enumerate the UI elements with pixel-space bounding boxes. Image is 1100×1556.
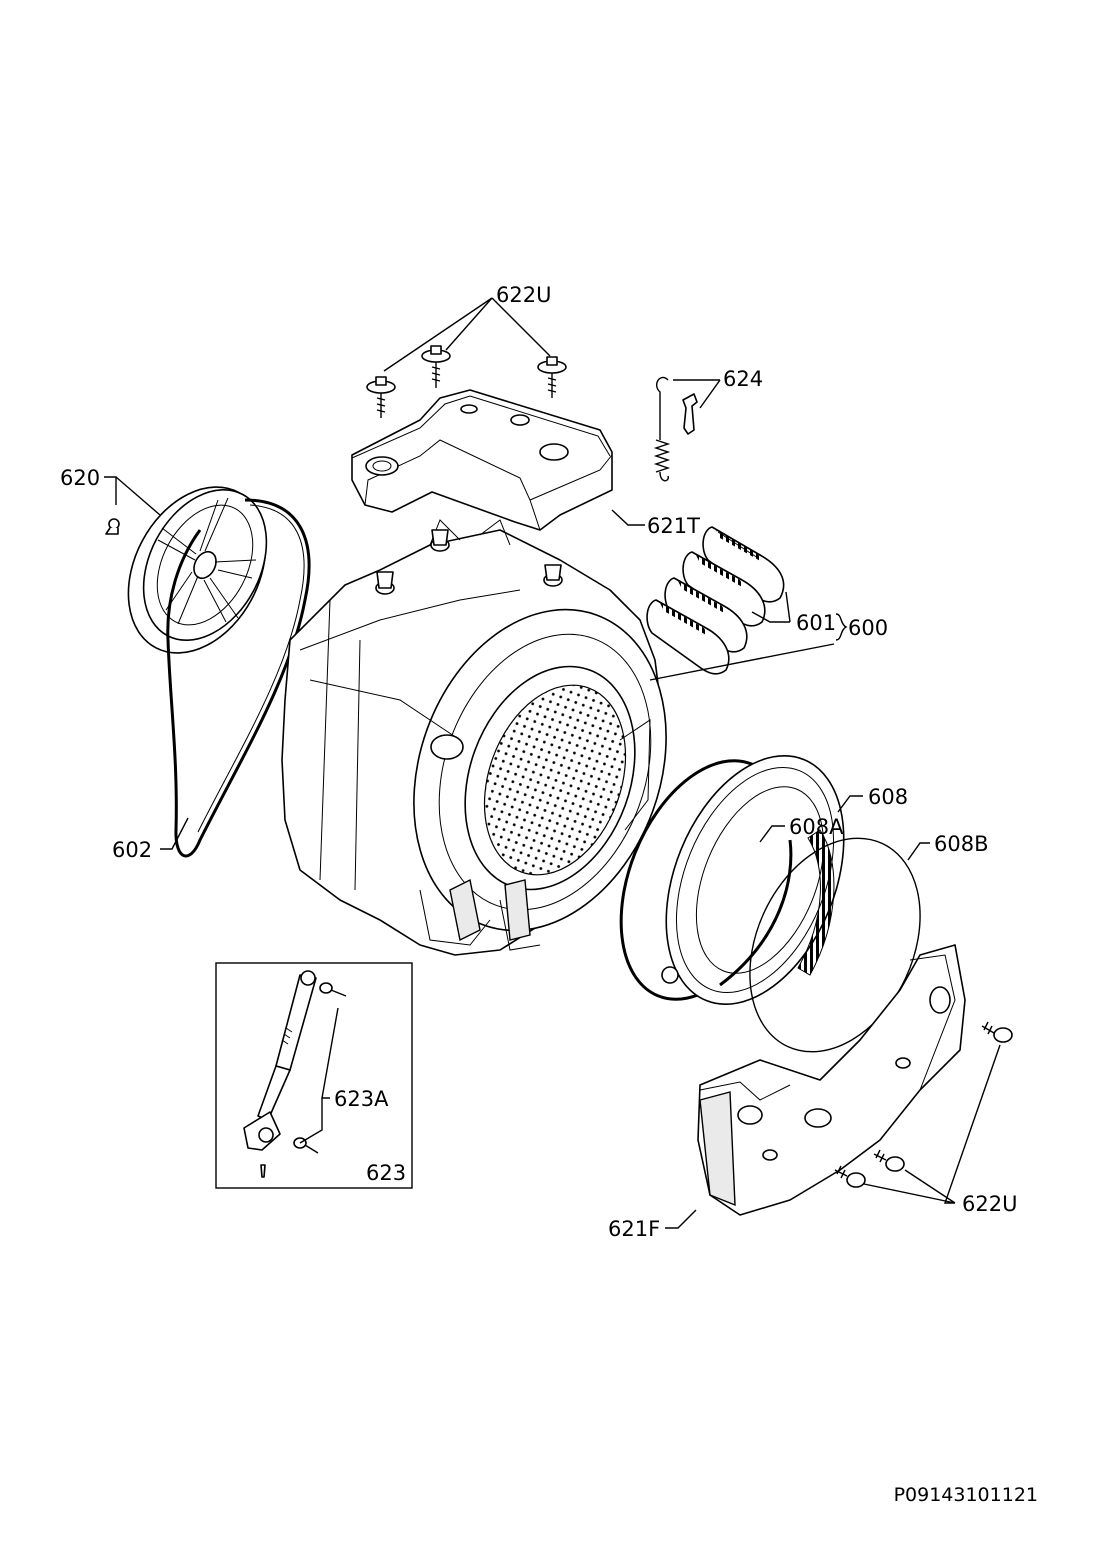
drum-lifter-4 bbox=[646, 599, 730, 675]
label-622U-bottom: 622U bbox=[962, 1192, 1017, 1216]
brace bbox=[835, 613, 848, 641]
shock-absorber bbox=[243, 970, 317, 1151]
label-608: 608 bbox=[868, 785, 908, 809]
label-608B: 608B bbox=[934, 832, 989, 856]
top-screw-3 bbox=[537, 356, 567, 398]
front-counterweight bbox=[697, 944, 966, 1216]
shock-bolt-1 bbox=[319, 982, 347, 997]
pulley-wheel bbox=[127, 486, 268, 654]
drive-belt bbox=[166, 498, 311, 858]
label-622U-top: 622U bbox=[496, 283, 551, 307]
spring bbox=[653, 376, 671, 482]
label-601: 601 bbox=[796, 611, 836, 635]
bottom-screw-2 bbox=[873, 1149, 905, 1172]
label-621T: 621T bbox=[647, 514, 700, 538]
tub-drum-assembly bbox=[281, 519, 667, 956]
label-624: 624 bbox=[723, 367, 763, 391]
label-623: 623 bbox=[366, 1161, 406, 1185]
label-600: 600 bbox=[848, 616, 888, 640]
leader-lines bbox=[104, 297, 1001, 1229]
label-602: 602 bbox=[112, 838, 152, 862]
top-screw-1 bbox=[366, 376, 396, 418]
label-621F: 621F bbox=[608, 1217, 660, 1241]
clip bbox=[682, 393, 698, 435]
top-screw-2 bbox=[421, 345, 451, 388]
label-620: 620 bbox=[60, 466, 100, 490]
inner-clamp-wire bbox=[749, 837, 921, 1053]
drum-lifter-1 bbox=[702, 526, 785, 603]
top-counterweight bbox=[351, 389, 613, 531]
shock-pin bbox=[260, 1164, 266, 1178]
drum-lifter-2 bbox=[682, 551, 766, 627]
shock-absorber-inset bbox=[215, 962, 413, 1189]
drum-lifter-3 bbox=[664, 577, 748, 653]
label-623A: 623A bbox=[334, 1087, 389, 1111]
drawing-code: P09143101121 bbox=[893, 1484, 1038, 1506]
pulley-screw bbox=[105, 518, 120, 535]
bottom-screw-1 bbox=[981, 1021, 1013, 1043]
door-gasket bbox=[661, 754, 845, 1006]
bottom-screw-3 bbox=[834, 1165, 866, 1188]
label-608A: 608A bbox=[789, 815, 844, 839]
